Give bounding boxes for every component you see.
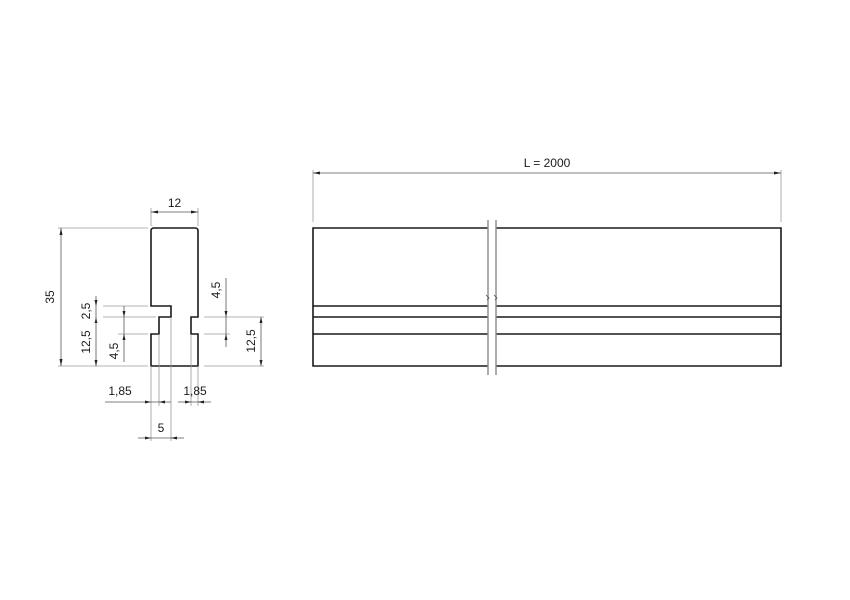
arrow-icon [145, 400, 151, 404]
arrow-icon [59, 228, 63, 235]
arrow-icon [313, 171, 320, 175]
segment-outline [312, 227, 488, 367]
arrow-icon [774, 171, 781, 175]
dim-label-slot-width: 5 [158, 421, 165, 435]
dim-label-12-5-left: 12,5 [79, 330, 93, 354]
arrow-icon [151, 210, 158, 214]
break-symbol [485, 220, 498, 375]
side-view: L = 2000 [312, 156, 782, 375]
arrow-icon [159, 400, 165, 404]
dim-label-1-85-right: 1,85 [183, 384, 207, 398]
arrow-icon [198, 400, 204, 404]
dim-label-4-5-left: 4,5 [107, 342, 121, 359]
profile-view: 12 35 2,5 12,5 4,5 4,5 [43, 196, 264, 441]
break-mark-icon [485, 294, 490, 301]
dim-label-width: 12 [168, 196, 182, 210]
dim-label-height-total: 35 [43, 290, 57, 304]
arrow-icon [94, 300, 98, 306]
dim-label-2-5: 2,5 [79, 302, 93, 319]
break-mark-icon [493, 294, 498, 301]
arrow-icon [185, 400, 191, 404]
arrow-icon [171, 436, 177, 440]
arrow-icon [259, 317, 263, 323]
side-view-left-segment [312, 227, 488, 367]
arrow-icon [224, 334, 228, 340]
arrow-icon [59, 359, 63, 366]
segment-outline [496, 227, 782, 367]
arrow-icon [224, 311, 228, 317]
arrow-icon [122, 311, 126, 317]
arrow-icon [122, 334, 126, 340]
arrow-icon [94, 360, 98, 366]
arrow-icon [145, 436, 151, 440]
dim-label-1-85-left: 1,85 [108, 384, 132, 398]
arrow-icon [191, 210, 198, 214]
dim-label-length: L = 2000 [524, 156, 571, 170]
arrow-icon [259, 360, 263, 366]
dim-label-12-5-right: 12,5 [244, 329, 258, 353]
dim-label-4-5-right: 4,5 [209, 281, 223, 298]
side-view-right-segment [496, 227, 782, 367]
